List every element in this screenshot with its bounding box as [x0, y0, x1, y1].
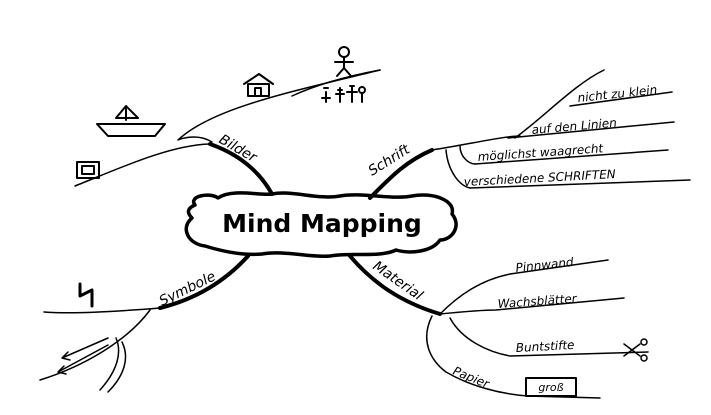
- material-item-2: Wachsblätter: [497, 291, 578, 311]
- bilder-label: Bilder: [216, 132, 260, 167]
- scissors-icon: [623, 338, 648, 362]
- boat-icon: [96, 105, 166, 137]
- schrift-line-3-underline: [474, 149, 669, 165]
- symbole-underline: [43, 307, 161, 314]
- material-line-4: [425, 315, 601, 399]
- house-icon: [243, 73, 274, 97]
- schrift-main-branch: [368, 148, 434, 200]
- material-line-2: [439, 297, 625, 315]
- schrift-line-4: [445, 149, 471, 189]
- symbole-sub-line: [39, 309, 151, 381]
- lightning-icon: [78, 282, 94, 308]
- picture-frame-icon: [76, 161, 100, 179]
- gross-box: groß: [525, 377, 577, 397]
- material-item-1: Pinnwand: [515, 255, 575, 275]
- schrift-item-2: auf den Linien: [531, 116, 617, 137]
- bilder-sub-line-mid: [291, 69, 381, 97]
- schrift-line-2-underline: [507, 121, 675, 139]
- family-icon: [321, 85, 366, 103]
- material-main-branch: [348, 254, 442, 316]
- schrift-line-3: [459, 145, 476, 165]
- schrift-item-3: möglichst waagrecht: [477, 141, 605, 164]
- schrift-item-1: nicht zu klein: [577, 83, 658, 105]
- bilder-main-branch: [208, 142, 274, 196]
- material-item-4: Papier: [451, 364, 492, 392]
- gross-label: groß: [538, 381, 563, 394]
- schrift-line-1-underline: [569, 91, 673, 107]
- symbole-main-branch: [158, 254, 250, 310]
- material-item-3: Buntstifte: [515, 338, 574, 355]
- schrift-line-4-underline: [469, 179, 691, 189]
- schrift-label: Schrift: [366, 141, 414, 179]
- schrift-underline: [431, 135, 521, 151]
- arrows-icon: [57, 337, 127, 393]
- bilder-underline: [74, 143, 211, 187]
- bilder-sub-line-top: [177, 69, 381, 143]
- material-line-3: [449, 317, 649, 357]
- material-line-1: [439, 259, 609, 315]
- schrift-line-1: [514, 69, 605, 139]
- center-title: Mind Mapping: [222, 209, 422, 238]
- stick-figure-icon: [334, 46, 354, 77]
